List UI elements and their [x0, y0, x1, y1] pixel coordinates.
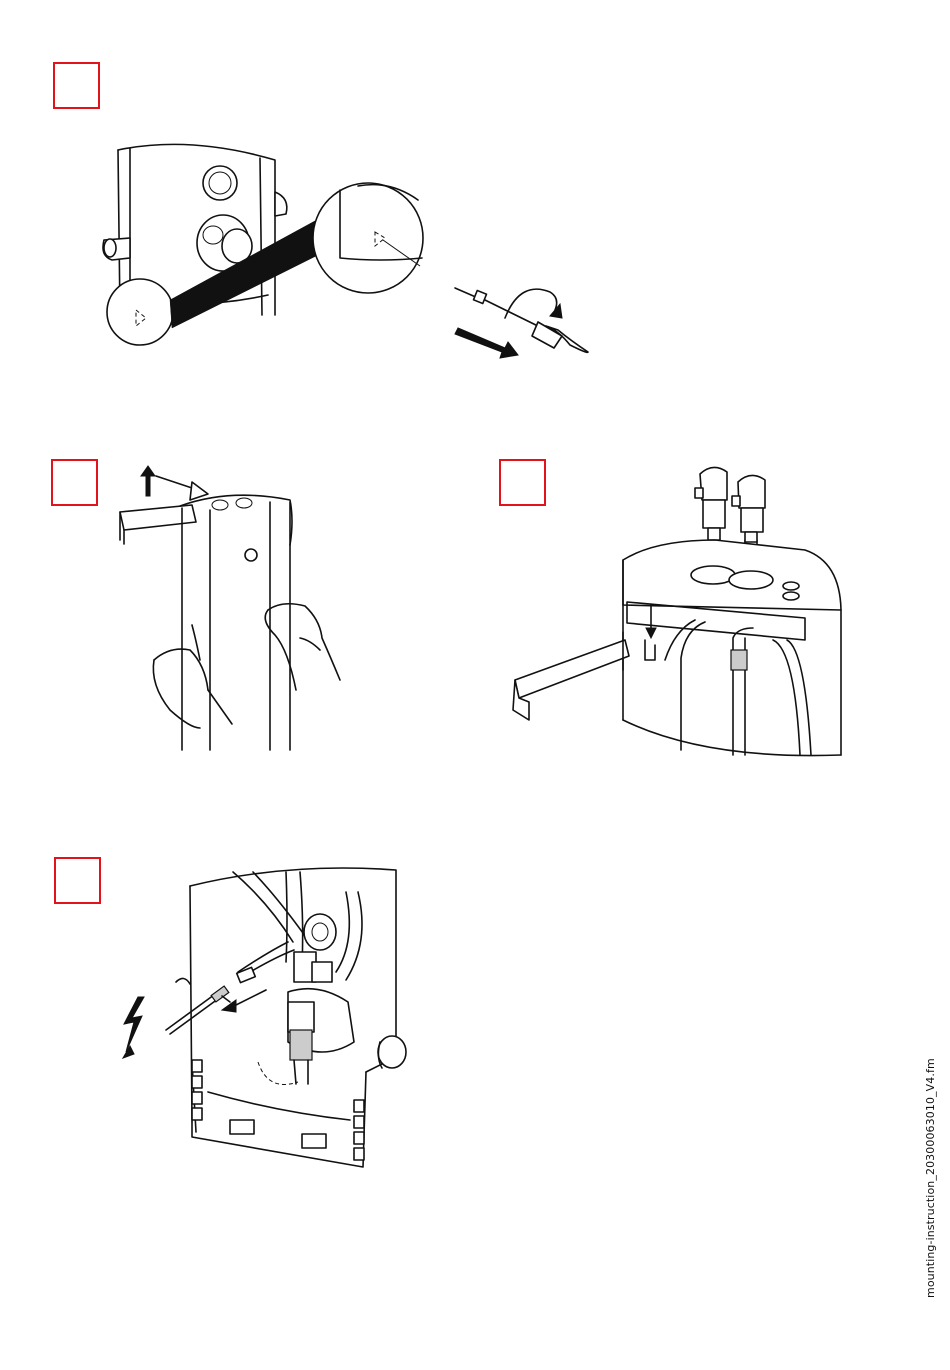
figure-disconnect-plug: [118, 862, 418, 1172]
figure-remove-screw: [100, 140, 600, 370]
figure-lift-cover: [110, 460, 350, 755]
step-4-box: [54, 857, 101, 904]
step-2-box: [51, 459, 98, 506]
footer-filename: mounting-instruction_20300063010_V4.fm: [924, 1058, 937, 1298]
figure-hook-bracket: [505, 460, 850, 760]
step-1-box: [53, 62, 100, 109]
